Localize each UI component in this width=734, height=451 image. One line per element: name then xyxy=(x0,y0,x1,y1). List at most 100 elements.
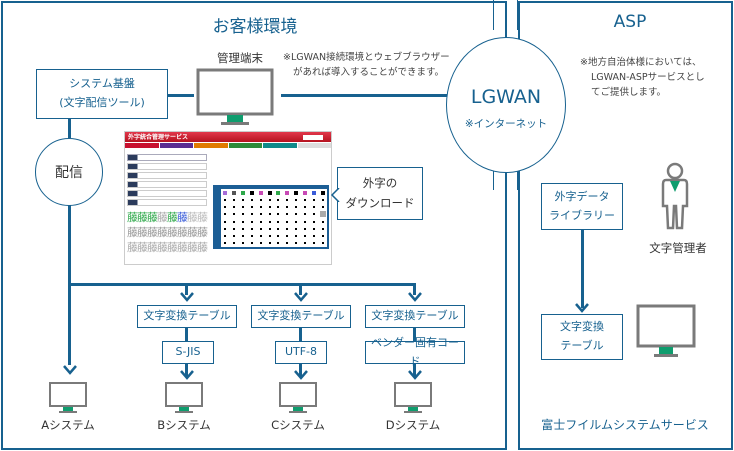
connector-distribution-horizontal xyxy=(68,283,416,286)
grid-cell xyxy=(258,190,263,195)
grid-cell xyxy=(242,220,245,223)
grid-cell xyxy=(321,220,324,223)
grid-cell xyxy=(259,227,262,230)
system-base-box: システム基盤 (文字配信ツール) xyxy=(36,69,168,119)
distribution-circle: 配信 xyxy=(35,138,103,206)
grid-cell xyxy=(233,213,236,216)
grid-cell xyxy=(259,213,262,216)
connector-table-b xyxy=(185,328,188,342)
download-callout: 外字の ダウンロード xyxy=(337,167,423,220)
grid-cell xyxy=(295,206,298,209)
grid-cell xyxy=(321,206,324,209)
grid-cell xyxy=(268,235,271,238)
grid-cell xyxy=(312,198,315,201)
grid-cell xyxy=(233,206,236,209)
arrow-down-icon xyxy=(408,370,422,380)
embedded-glyph-candidates: 藤藤藤藤藤藤藤藤 藤藤藤藤藤藤藤藤 藤藤藤藤藤藤藤藤 xyxy=(127,211,208,254)
grid-cell xyxy=(250,242,253,245)
system-base-line-1: システム基盤 xyxy=(69,77,135,91)
grid-cell xyxy=(233,235,236,238)
grid-cell xyxy=(286,213,289,216)
connector-table-d xyxy=(413,328,416,342)
grid-cell xyxy=(224,213,227,216)
grid-cell xyxy=(259,206,262,209)
grid-cell xyxy=(286,242,289,245)
grid-cell xyxy=(285,190,290,195)
grid-cell xyxy=(321,235,324,238)
grid-cell xyxy=(295,220,298,223)
grid-cell xyxy=(268,213,271,216)
lgwan-subtitle: ※インターネット xyxy=(464,117,548,130)
encoding-box-utf8: UTF-8 xyxy=(275,341,327,364)
grid-cell xyxy=(312,227,315,230)
grid-cell xyxy=(250,198,253,201)
grid-cell xyxy=(267,190,272,195)
grid-cell xyxy=(268,220,271,223)
connector-terminal-to-lgwan xyxy=(281,94,453,97)
grid-cell xyxy=(250,206,253,209)
grid-cell xyxy=(242,242,245,245)
grid-cell xyxy=(312,220,315,223)
connector-base-to-distribution xyxy=(68,118,71,138)
embedded-search-form xyxy=(127,152,207,208)
connector-table-c xyxy=(299,328,302,342)
character-administrator-label: 文字管理者 xyxy=(649,241,707,255)
grid-cell xyxy=(241,190,246,195)
grid-cell xyxy=(268,242,271,245)
grid-cell xyxy=(268,206,271,209)
embedded-app-screenshot: 外字統合管理サービス 藤藤藤藤藤藤藤藤 藤藤藤藤藤藤藤藤 藤藤藤藤藤藤藤藤 xyxy=(124,131,332,265)
monitor-icon xyxy=(394,382,432,413)
conversion-table-box-d: 文字変換テーブル xyxy=(365,305,465,328)
conversion-table-box-c: 文字変換テーブル xyxy=(251,305,351,328)
embedded-nav-tab xyxy=(125,143,159,148)
grid-cell xyxy=(286,198,289,201)
distribution-label: 配信 xyxy=(55,165,83,181)
grid-cell xyxy=(224,220,227,223)
grid-cell xyxy=(312,235,315,238)
grid-cell xyxy=(286,206,289,209)
grid-cell xyxy=(295,242,298,245)
connector-branch-c xyxy=(299,283,302,295)
grid-cell xyxy=(321,198,324,201)
arrow-down-icon xyxy=(575,303,589,313)
grid-cell xyxy=(224,206,227,209)
grid-cell xyxy=(224,198,227,201)
admin-terminal-label: 管理端末 xyxy=(217,51,263,65)
grid-cell xyxy=(295,198,298,201)
embedded-header: 外字統合管理サービス xyxy=(125,132,331,142)
grid-cell xyxy=(303,242,306,245)
embedded-nav-tab xyxy=(194,143,228,148)
grid-cell xyxy=(321,227,324,230)
grid-cell xyxy=(259,242,262,245)
monitor-icon xyxy=(196,68,274,125)
grid-cell xyxy=(277,235,280,238)
lgwan-network-circle: LGWAN ※インターネット xyxy=(446,37,566,173)
arrow-down-icon xyxy=(408,292,422,302)
connector-library-to-table xyxy=(581,230,584,308)
grid-cell xyxy=(319,211,326,218)
grid-cell xyxy=(277,213,280,216)
grid-cell xyxy=(277,220,280,223)
grid-cell xyxy=(312,242,315,245)
embedded-app-title: 外字統合管理サービス xyxy=(128,134,189,141)
grid-cell xyxy=(295,227,298,230)
grid-cell xyxy=(224,242,227,245)
lgwan-title: LGWAN xyxy=(470,85,542,108)
grid-cell xyxy=(295,235,298,238)
system-label: Aシステム xyxy=(41,418,95,432)
character-administrator-icon xyxy=(661,162,689,230)
grid-cell xyxy=(312,213,315,216)
connector-branch-d xyxy=(413,283,416,295)
lgwan-browser-note: ※LGWAN接続環境とウェブブラウザー があれば導入することができます。 xyxy=(283,52,450,79)
asp-conversion-table-box: 文字変換 テーブル xyxy=(541,314,623,360)
monitor-icon xyxy=(165,382,203,413)
grid-cell xyxy=(277,206,280,209)
embedded-nav-tab xyxy=(263,143,297,148)
callout-pointer-icon xyxy=(330,188,340,202)
grid-cell xyxy=(286,220,289,223)
grid-cell xyxy=(276,190,281,195)
grid-cell xyxy=(303,213,306,216)
encoding-box-sjis: S-JIS xyxy=(162,341,214,364)
grid-cell xyxy=(250,227,253,230)
customer-environment-title: お客様環境 xyxy=(212,17,298,37)
